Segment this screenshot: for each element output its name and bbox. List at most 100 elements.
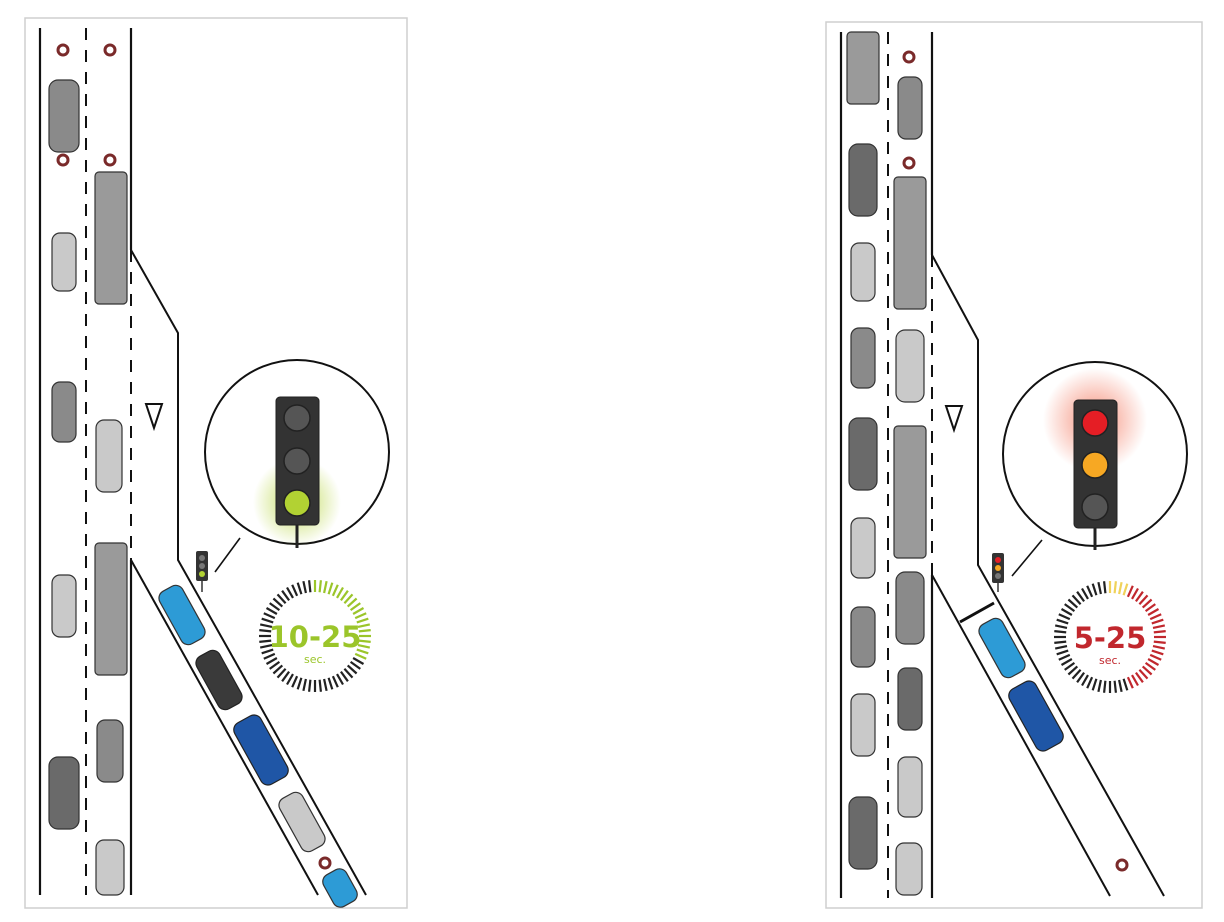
truck-icon: [94, 171, 128, 305]
timer-tick: [1058, 653, 1071, 661]
timer-tick: [1149, 613, 1162, 621]
truck-icon: [893, 425, 927, 559]
timer-tick: [1152, 624, 1166, 629]
right-timer-ticks: [1054, 581, 1166, 693]
car-icon: [195, 649, 243, 711]
timer-tick: [1131, 674, 1139, 687]
timer-tick: [276, 667, 287, 679]
car-icon: [848, 417, 878, 491]
left-highway-cars: [48, 79, 80, 830]
timer-tick: [1060, 608, 1073, 616]
car-icon: [233, 714, 289, 786]
timer-tick: [1122, 678, 1129, 691]
timer-tick: [1103, 581, 1107, 594]
timer-tick: [336, 586, 344, 599]
timer-tick: [296, 677, 303, 690]
right-small-traffic-signal-icon: [992, 553, 1004, 592]
signal-lamp-middle: [1081, 451, 1109, 479]
timer-tick: [1054, 630, 1067, 634]
car-icon: [96, 719, 124, 783]
timer-tick: [286, 586, 294, 599]
car-icon: [48, 756, 80, 830]
car-icon: [322, 868, 358, 908]
timer-tick: [1086, 585, 1094, 598]
timer-tick: [1151, 649, 1164, 656]
timer-tick: [1138, 594, 1149, 606]
timer-tick: [302, 580, 307, 594]
right-magnified-traffic-signal: [1002, 361, 1188, 550]
timer-tick: [265, 607, 278, 615]
left-timer-ticks: [259, 580, 371, 692]
lane-marker-icon: [56, 43, 70, 57]
lane-marker-icons: [902, 50, 1129, 872]
timer-tick: [286, 673, 294, 686]
timer-tick: [1113, 680, 1117, 693]
car-icon: [95, 839, 125, 896]
timer-tick: [269, 602, 281, 611]
ramp-stop-line: [959, 601, 995, 624]
left-small-traffic-signal-icon: [196, 551, 208, 592]
left-callout-pointer: [214, 537, 241, 573]
car-icon: [1008, 680, 1064, 752]
timer-tick: [354, 612, 367, 620]
timer-tick: [323, 580, 328, 594]
timer-tick: [265, 657, 278, 665]
car-icon: [848, 143, 878, 217]
timer-tick: [1058, 613, 1071, 621]
timer-tick: [263, 612, 276, 620]
left-magnified-traffic-signal: [204, 359, 390, 548]
right-ramp-outer-edge: [931, 254, 1165, 897]
timer-tick: [1091, 678, 1098, 691]
right-timer-dial: 5-25 sec.: [1054, 581, 1166, 693]
right-panel: 5-25 sec.: [825, 21, 1203, 909]
timer-tick: [1067, 598, 1079, 609]
car-icon: [978, 617, 1026, 679]
left-ramp-outer-edge: [130, 249, 367, 896]
left-ramp-inner-edge: [130, 559, 319, 896]
signal-lamp-top: [283, 404, 311, 432]
car-icon: [895, 842, 923, 896]
timer-tick: [1064, 662, 1076, 671]
car-icon: [850, 693, 876, 757]
timer-tick: [308, 580, 312, 593]
timer-tick: [308, 679, 312, 692]
timer-tick: [358, 629, 371, 633]
lane-marker-icon: [902, 50, 916, 64]
car-icon: [897, 667, 923, 731]
timer-tick: [261, 648, 274, 655]
right-timer-value: 5-25: [1074, 621, 1147, 655]
timer-tick: [1071, 668, 1082, 680]
timer-tick: [1126, 676, 1134, 689]
timer-tick: [1103, 680, 1107, 693]
car-icon: [51, 381, 77, 443]
timer-tick: [1144, 603, 1156, 612]
right-highway-cars: [846, 31, 880, 870]
left-panel-frame: [24, 17, 408, 909]
signal-lamp-middle: [283, 447, 311, 475]
car-icon: [850, 242, 876, 302]
left-ramp-cars: [158, 584, 358, 908]
right-ramp-cars: [978, 617, 1064, 752]
timer-tick: [1054, 640, 1067, 644]
timer-tick: [331, 675, 339, 688]
timer-tick: [1152, 645, 1166, 650]
car-icon: [51, 232, 77, 292]
lane-marker-icon: [103, 43, 117, 57]
timer-tick: [1147, 658, 1160, 666]
timer-tick: [1151, 618, 1164, 625]
timer-tick: [1149, 653, 1162, 661]
timer-tick: [340, 590, 349, 602]
timer-tick: [1076, 671, 1085, 683]
timer-tick: [269, 661, 281, 670]
car-icon: [850, 517, 876, 579]
timer-tick: [1126, 585, 1134, 598]
car-icon: [897, 76, 923, 140]
timer-tick: [343, 667, 354, 679]
timer-tick: [261, 617, 274, 624]
timer-tick: [1122, 583, 1129, 596]
timer-tick: [1144, 662, 1156, 671]
timer-tick: [318, 580, 322, 593]
car-icon: [158, 584, 206, 646]
timer-tick: [1054, 645, 1068, 650]
car-icon: [895, 329, 925, 403]
